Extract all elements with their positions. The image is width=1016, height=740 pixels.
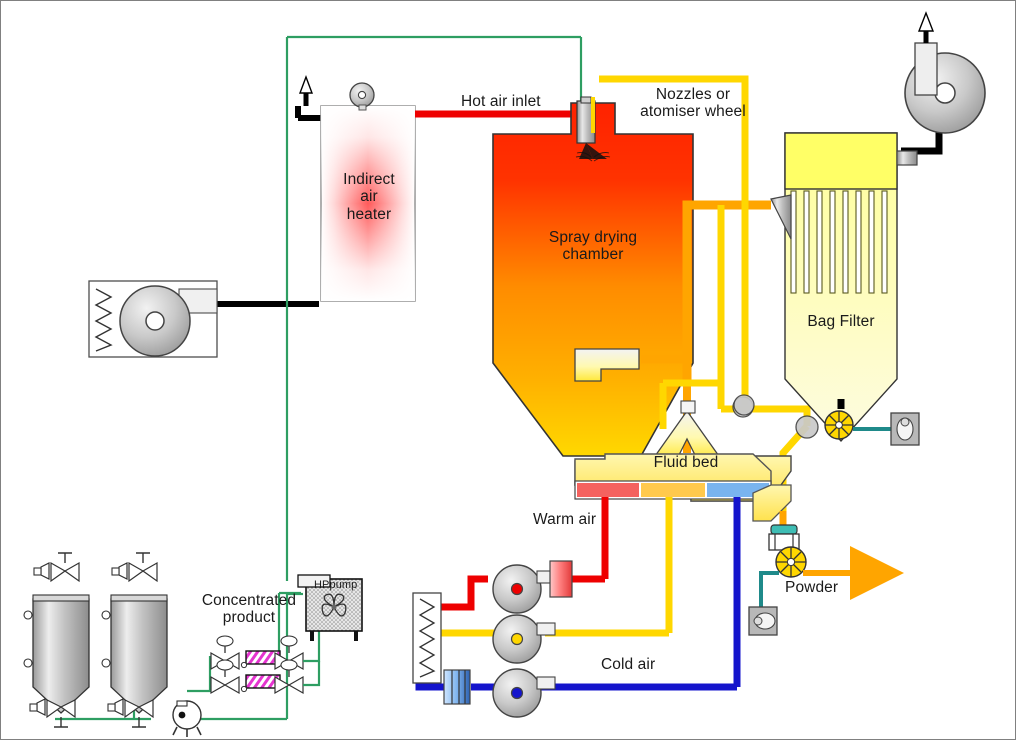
- label-indirect-air-heater: Indirect air heater: [343, 171, 395, 223]
- exhaust-fan: [904, 11, 986, 134]
- filter-rotary-valve: [824, 399, 854, 440]
- fb-air-filter: [412, 592, 442, 684]
- indirect-air-heater: [320, 105, 416, 302]
- fluid-bed: [574, 453, 792, 522]
- feed-pump: [172, 700, 202, 737]
- label-powder: Powder: [785, 579, 839, 596]
- product-tank-1: [23, 552, 90, 728]
- product-tank-2: [101, 552, 168, 728]
- hp-pump: [297, 574, 363, 641]
- tank2-bottom-valve: [107, 698, 154, 728]
- label-fluid-bed: Fluid bed: [653, 454, 719, 471]
- spray-drying-chamber: [492, 102, 694, 457]
- fb-heater-warm: [549, 560, 573, 598]
- duplex-filter: [210, 629, 321, 695]
- atomiser-nozzle: [575, 96, 611, 162]
- tank1-top-valve: [33, 552, 80, 583]
- powder-rotary-valve: [775, 546, 807, 578]
- heater-burner-blower: [349, 82, 375, 111]
- bag-filter: [770, 132, 918, 443]
- label-nozzles: Nozzles or atomiser wheel: [640, 86, 746, 121]
- filter-line-b: [210, 659, 304, 695]
- chamber-air-outlet-duct: [574, 348, 640, 382]
- tank1-bottom-valve: [29, 698, 76, 728]
- label-concentrated-product: Concentrated product: [201, 592, 297, 627]
- fb-cooler-cold: [443, 669, 471, 705]
- label-hp-pump: HPpump: [314, 579, 358, 591]
- supply-air-filter-fan: [88, 280, 218, 358]
- damper-2: [795, 415, 819, 439]
- filter-valve-drive: [853, 412, 920, 446]
- label-warm-air: Warm air: [533, 511, 597, 528]
- label-bag-filter: Bag Filter: [807, 313, 875, 330]
- fb-fan-cold: [492, 668, 556, 718]
- fb-fan-mid: [492, 614, 556, 664]
- tank2-top-valve: [111, 552, 158, 583]
- fb-fan-warm: [492, 564, 556, 614]
- stream-liquid-feed: [55, 35, 593, 721]
- label-cold-air: Cold air: [601, 656, 656, 673]
- label-hot-air-inlet: Hot air inlet: [461, 93, 541, 110]
- hp-pump-impeller: [321, 593, 347, 617]
- damper-3: [733, 394, 755, 416]
- label-spray-drying-chamber: Spray drying chamber: [548, 229, 638, 264]
- powder-valve-drive: [748, 571, 779, 636]
